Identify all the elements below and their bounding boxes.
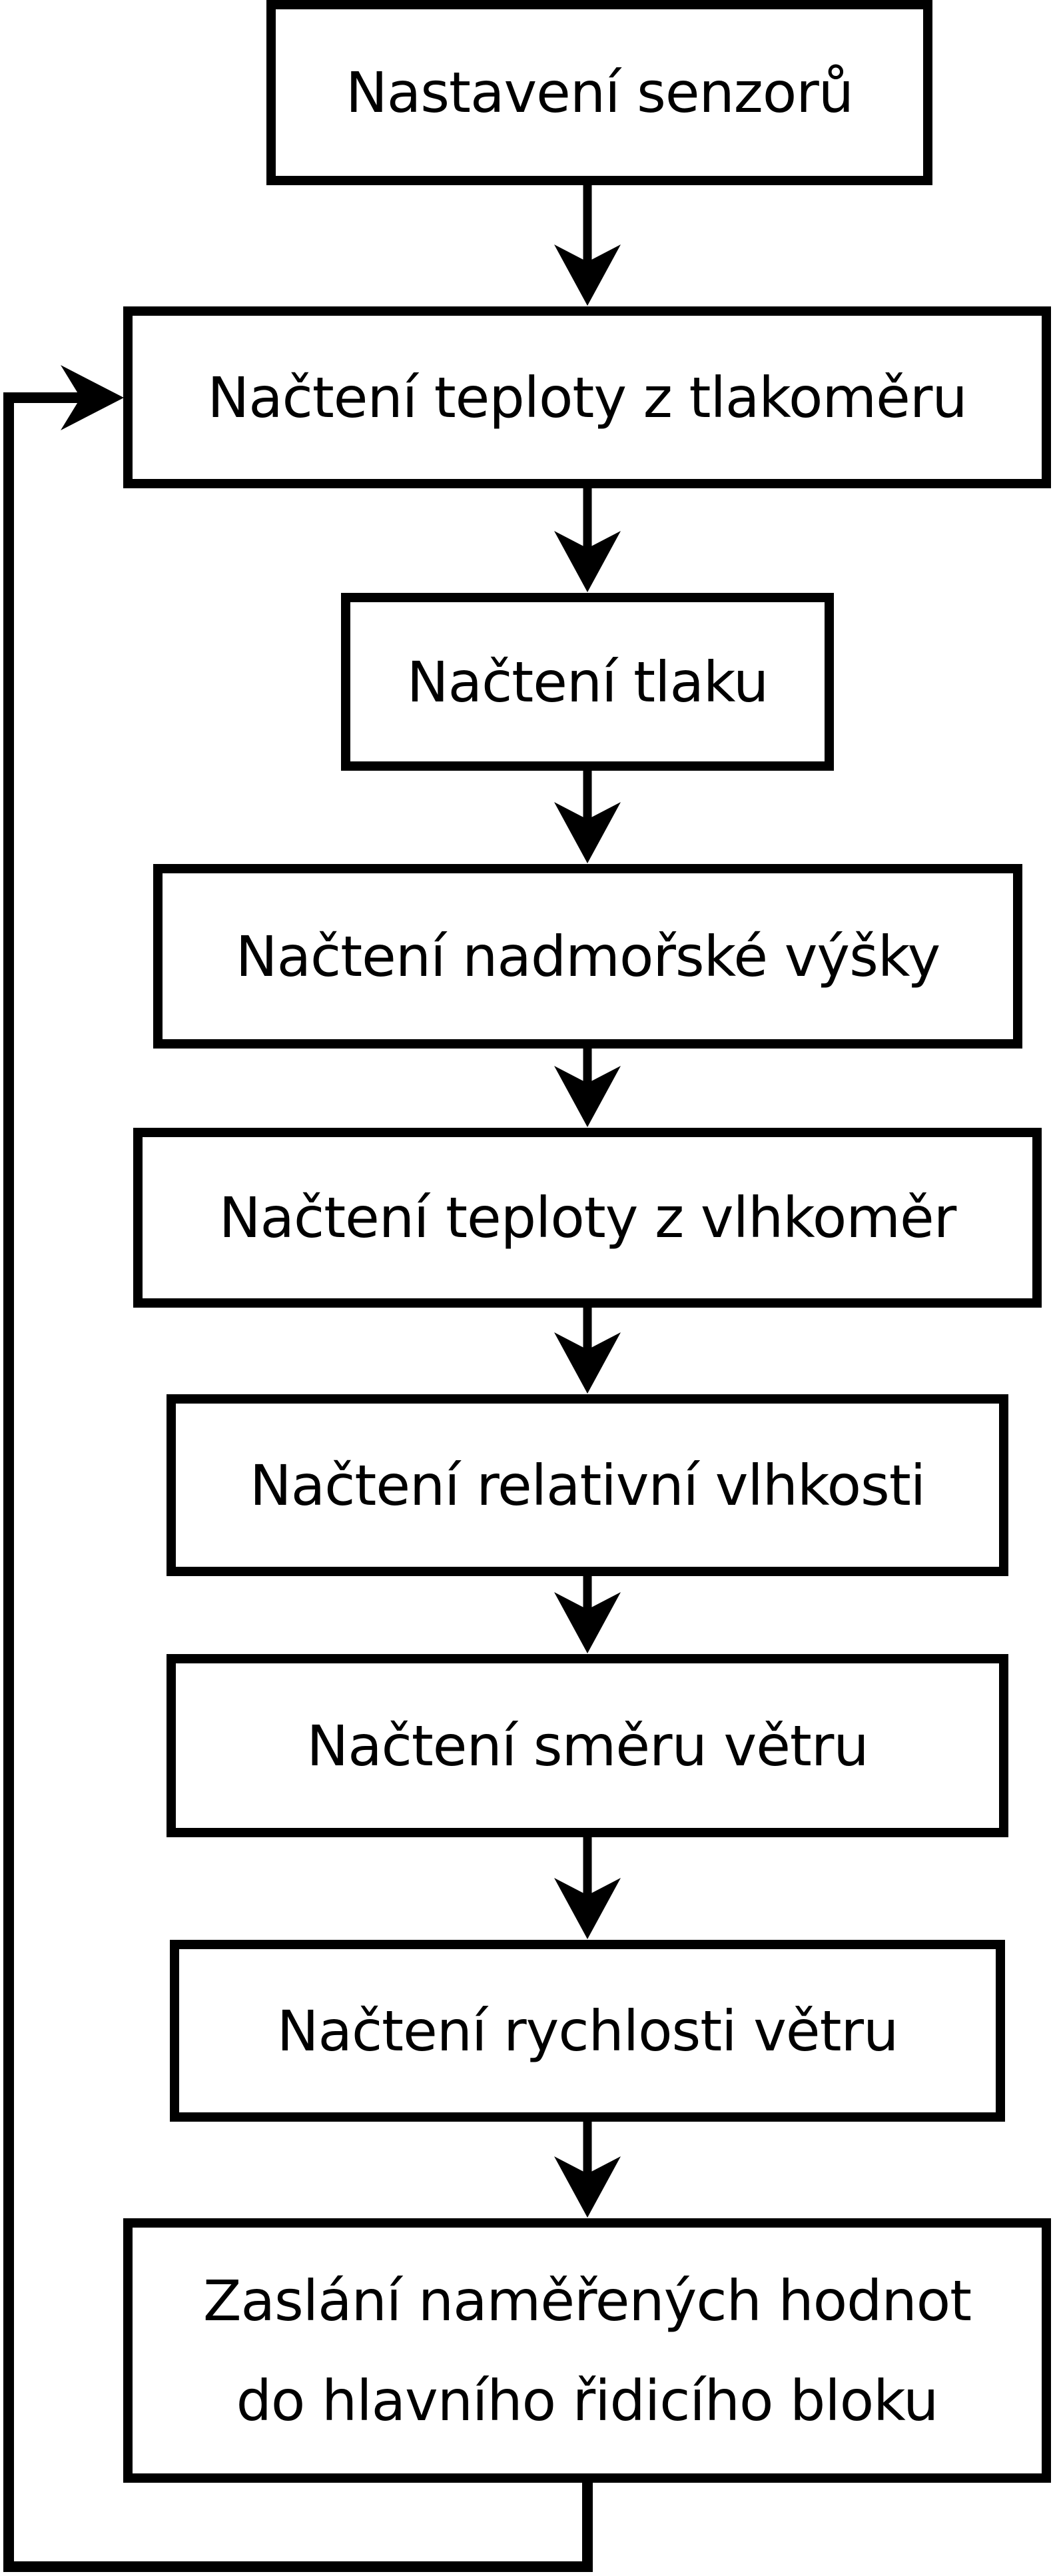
edge-5-6 bbox=[554, 1302, 621, 1394]
edge-1-2 bbox=[554, 180, 621, 306]
edge-6-7 bbox=[554, 1571, 621, 1653]
node-send-values: Zaslání naměřených hodnot do hlavního ři… bbox=[123, 2218, 1051, 2483]
arrowhead-down-icon bbox=[554, 531, 621, 592]
node-read-temp-hygrometer: Načtení teploty z vlhkoměr bbox=[133, 1128, 1042, 1308]
node-read-wind-direction: Načtení směru větru bbox=[167, 1654, 1008, 1837]
edge-2-3 bbox=[554, 483, 621, 592]
arrowhead-down-icon bbox=[554, 1592, 621, 1653]
edge-4-5 bbox=[554, 1043, 621, 1127]
edge-7-8 bbox=[554, 1832, 621, 1939]
arrowhead-down-icon bbox=[554, 2156, 621, 2218]
node-read-altitude: Načtení nadmořské výšky bbox=[153, 864, 1022, 1049]
node-read-temp-barometer: Načtení teploty z tlakoměru bbox=[123, 306, 1051, 488]
edge-8-9 bbox=[554, 2116, 621, 2218]
node-read-pressure: Načtení tlaku bbox=[341, 593, 834, 771]
arrowhead-down-icon bbox=[554, 1332, 621, 1394]
arrowhead-down-icon bbox=[554, 802, 621, 863]
arrowhead-right-icon bbox=[61, 365, 124, 430]
node-read-wind-speed: Načtení rychlosti větru bbox=[170, 1940, 1005, 2122]
node-setup-sensors: Nastavení senzorů bbox=[266, 0, 932, 185]
arrowhead-down-icon bbox=[554, 1878, 621, 1939]
edge-3-4 bbox=[554, 766, 621, 863]
node-read-rel-humidity: Načtení relativní vlhkosti bbox=[167, 1394, 1008, 1576]
arrowhead-down-icon bbox=[554, 1066, 621, 1127]
arrowhead-down-icon bbox=[554, 244, 621, 306]
edge-loop-back bbox=[3, 365, 593, 2572]
